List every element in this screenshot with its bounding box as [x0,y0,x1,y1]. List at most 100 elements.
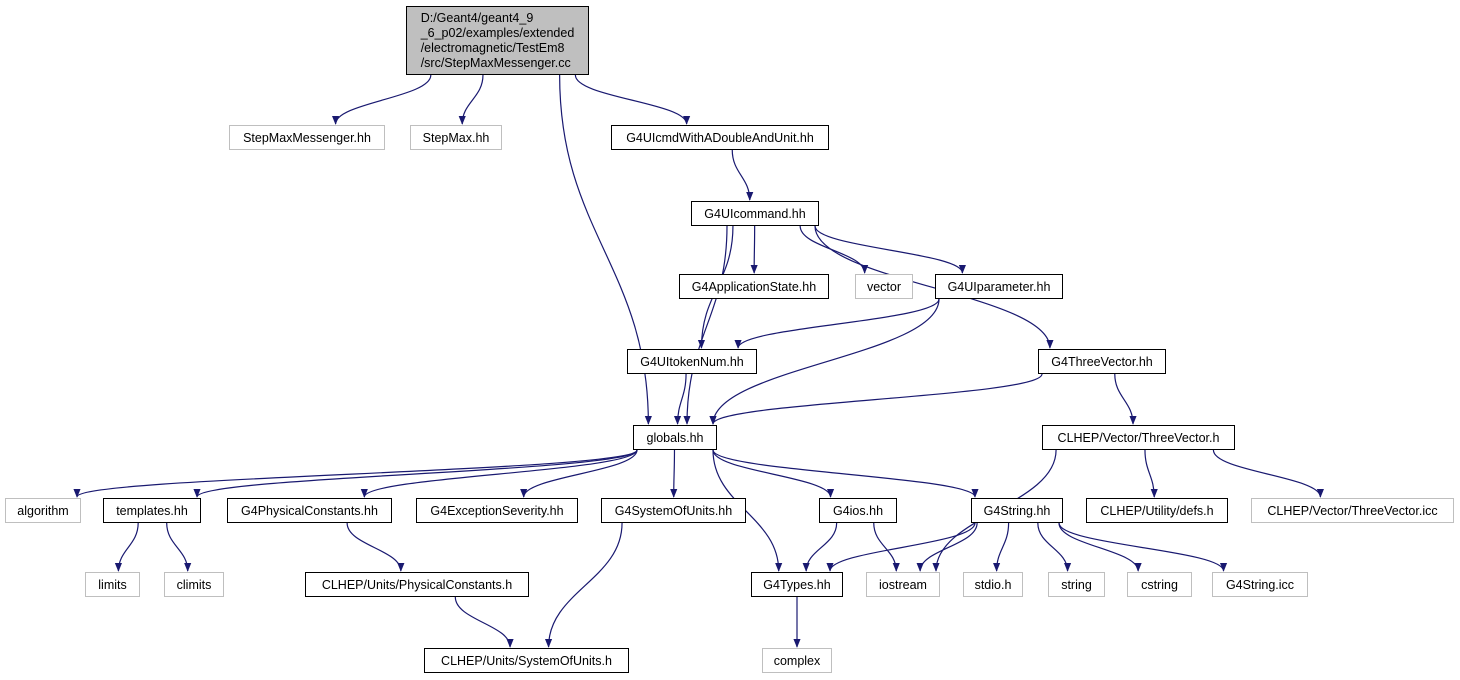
root-path-line: /src/StepMaxMessenger.cc [420,55,571,70]
node-g4types-hh[interactable]: G4Types.hh [751,572,843,597]
node-g4uicommand-hh[interactable]: G4UIcommand.hh [691,201,819,226]
node-vector: vector [855,274,913,299]
edge-g4string_hh-to-string [1037,522,1072,572]
node-g4string-icc: G4String.icc [1212,572,1308,597]
node-label: StepMax.hh [422,130,490,145]
edge-g4uicmdwithadoubleandunit_hh-to-g4uicommand_hh [731,149,754,201]
node-g4threevector-hh[interactable]: G4ThreeVector.hh [1038,349,1166,374]
edge-g4threevector_hh-to-clhep_threevector_h [1114,373,1137,425]
edge-g4string_hh-to-g4types_hh [826,522,976,572]
node-label: G4ThreeVector.hh [1051,354,1153,369]
node-label: G4ios.hh [832,503,884,518]
edge-g4uicommand_hh-to-g4uiparameter_hh [814,225,966,274]
edge-templates_hh-to-climits [166,522,192,572]
edge-g4string_hh-to-g4string_icc [1058,522,1228,572]
node-label: limits [98,577,127,592]
node-label: CLHEP/Utility/defs.h [1100,503,1214,518]
edge-globals_hh-to-templates_hh [193,449,638,498]
edge-globals_hh-to-g4string_hh [712,449,979,498]
root-file-node: D:/Geant4/geant4_9 _6_p02/examples/exten… [406,6,589,75]
node-label: G4UIcmdWithADoubleAndUnit.hh [626,130,814,145]
edge-g4systemofunits_hh-to-clhep_systemofunits_h [544,522,623,648]
node-g4physicalconstants-hh[interactable]: G4PhysicalConstants.hh [227,498,392,523]
node-label: CLHEP/Units/SystemOfUnits.h [441,653,612,668]
edge-g4uicommand_hh-to-g4threevector_hh [814,225,1054,349]
node-clhep-defs-h[interactable]: CLHEP/Utility/defs.h [1086,498,1228,523]
edge-clhep_threevector_h-to-clhep_threevector_icc [1212,449,1324,498]
edge-root-to-stepmaxmessenger_hh [332,74,432,125]
node-label: G4String.icc [1225,577,1295,592]
node-label: G4UIcommand.hh [704,206,806,221]
node-label: CLHEP/Units/PhysicalConstants.h [321,577,513,592]
edge-g4threevector_hh-to-globals_hh [709,373,1043,425]
node-label: G4ApplicationState.hh [691,279,817,294]
edge-globals_hh-to-g4systemofunits_hh [670,449,678,498]
node-label: globals.hh [646,430,704,445]
node-complex: complex [762,648,832,673]
node-clhep-systemofunits-h[interactable]: CLHEP/Units/SystemOfUnits.h [424,648,629,673]
edge-globals_hh-to-algorithm [73,449,638,498]
node-templates-hh[interactable]: templates.hh [103,498,201,523]
node-g4systemofunits-hh[interactable]: G4SystemOfUnits.hh [601,498,746,523]
node-g4ios-hh[interactable]: G4ios.hh [819,498,897,523]
node-g4string-hh[interactable]: G4String.hh [971,498,1063,523]
edge-g4string_hh-to-iostream [916,522,978,572]
node-limits: limits [85,572,140,597]
node-label: complex [773,653,821,668]
node-label: vector [866,279,902,294]
node-algorithm: algorithm [5,498,81,523]
edge-g4ios_hh-to-iostream [873,522,900,572]
node-label: G4UItokenNum.hh [640,354,744,369]
node-clhep-physicalconstants-h[interactable]: CLHEP/Units/PhysicalConstants.h [305,572,529,597]
edge-templates_hh-to-limits [114,522,139,572]
edge-root-to-g4uicmdwithadoubleandunit_hh [574,74,691,125]
node-label: algorithm [17,503,69,518]
node-g4uicmdwithadoubleandunit-hh[interactable]: G4UIcmdWithADoubleAndUnit.hh [611,125,829,150]
node-g4applicationstate-hh[interactable]: G4ApplicationState.hh [679,274,829,299]
edge-g4uicommand_hh-to-g4applicationstate_hh [750,225,758,274]
edge-g4uicommand_hh-to-globals_hh [683,225,728,425]
node-globals-hh[interactable]: globals.hh [633,425,717,450]
node-label: G4String.hh [983,503,1051,518]
edge-clhep_physicalconstants_h-to-clhep_systemofunits_h [454,596,514,648]
node-clhep-threevector-icc: CLHEP/Vector/ThreeVector.icc [1251,498,1454,523]
node-cstring: cstring [1127,572,1192,597]
node-clhep-threevector-h[interactable]: CLHEP/Vector/ThreeVector.h [1042,425,1235,450]
node-label: G4PhysicalConstants.hh [241,503,378,518]
node-stepmax-hh: StepMax.hh [410,125,502,150]
root-path-line: /electromagnetic/TestEm8 [420,40,565,55]
node-label: string [1061,577,1092,592]
edge-g4uitokennum_hh-to-globals_hh [673,373,687,425]
node-label: climits [176,577,212,592]
edge-g4string_hh-to-stdio_h [993,522,1010,572]
node-label: CLHEP/Vector/ThreeVector.h [1057,430,1220,445]
node-label: stdio.h [974,577,1012,592]
edge-globals_hh-to-g4exceptionseverity_hh [520,449,638,498]
edge-g4uiparameter_hh-to-globals_hh [709,298,940,425]
node-g4uitokennum-hh[interactable]: G4UItokenNum.hh [627,349,757,374]
edge-root-to-stepmax_hh [458,74,484,125]
node-g4exceptionseverity-hh[interactable]: G4ExceptionSeverity.hh [416,498,578,523]
root-path-line: D:/Geant4/geant4_9 [420,10,534,25]
edge-globals_hh-to-g4ios_hh [712,449,835,498]
node-label: templates.hh [116,503,188,518]
edge-g4ios_hh-to-g4types_hh [802,522,838,572]
node-string: string [1048,572,1105,597]
node-g4uiparameter-hh[interactable]: G4UIparameter.hh [935,274,1063,299]
node-climits: climits [164,572,224,597]
edge-globals_hh-to-g4physicalconstants_hh [360,449,638,498]
node-label: G4ExceptionSeverity.hh [430,503,564,518]
node-label: G4SystemOfUnits.hh [614,503,733,518]
edge-g4string_hh-to-cstring [1058,522,1142,572]
edge-clhep_threevector_h-to-clhep_defs_h [1144,449,1158,498]
node-stepmaxmessenger-hh: StepMaxMessenger.hh [229,125,385,150]
root-path-line: _6_p02/examples/extended [420,25,575,40]
node-label: cstring [1141,577,1178,592]
node-iostream: iostream [866,572,940,597]
edge-g4physicalconstants_hh-to-clhep_physicalconstants_h [346,522,405,572]
node-label: CLHEP/Vector/ThreeVector.icc [1267,503,1438,518]
edge-g4uicommand_hh-to-vector [799,225,869,274]
node-label: StepMaxMessenger.hh [243,130,371,145]
edge-g4uiparameter_hh-to-g4uitokennum_hh [734,298,940,349]
node-label: iostream [879,577,927,592]
